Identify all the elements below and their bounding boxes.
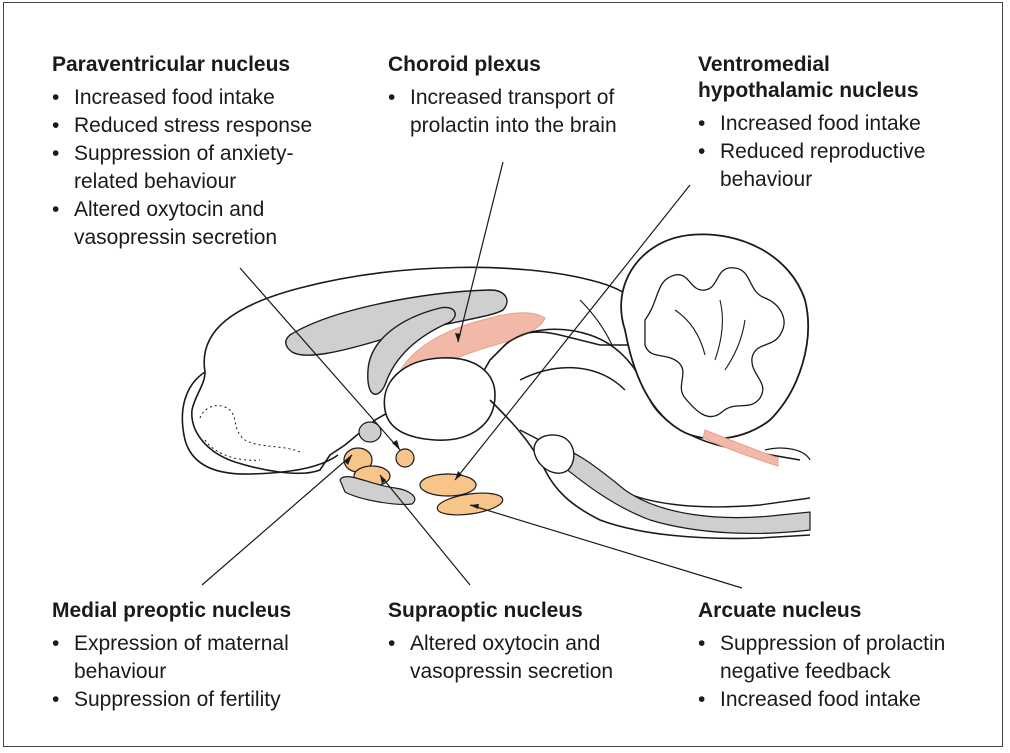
supraoptic-title: Supraoptic nucleus bbox=[388, 598, 668, 624]
ventromedial-shape bbox=[420, 474, 476, 496]
medial-preoptic-title: Medial preoptic nucleus bbox=[52, 598, 372, 624]
label-paraventricular: Paraventricular nucleus Increased food i… bbox=[52, 52, 372, 252]
paraventricular-title: Paraventricular nucleus bbox=[52, 52, 372, 78]
olfactory-inner bbox=[200, 406, 300, 452]
ventromedial-bullet: Reduced reproductive behaviour bbox=[698, 138, 960, 194]
cerebellum bbox=[621, 234, 808, 438]
ventromedial-bullet: Increased food intake bbox=[698, 110, 988, 138]
supraoptic-bullet: Altered oxytocin and vasopressin secreti… bbox=[388, 630, 655, 686]
ventromedial-title: Ventromedial hypothalamic nucleus bbox=[698, 52, 968, 104]
paraventricular-shape bbox=[396, 449, 414, 467]
label-choroid: Choroid plexus Increased transport of pr… bbox=[388, 52, 648, 140]
label-ventromedial: Ventromedial hypothalamic nucleus Increa… bbox=[698, 52, 988, 194]
medial-preoptic-bullet: Expression of maternal behaviour bbox=[52, 630, 314, 686]
pointer-medial-preoptic bbox=[202, 455, 352, 585]
paraventricular-bullet: Reduced stress response bbox=[52, 112, 372, 140]
olfactory-bulb bbox=[182, 372, 338, 474]
choroid-bullet: Increased transport of prolactin into th… bbox=[388, 84, 630, 140]
medial-preoptic-bullet: Suppression of fertility bbox=[52, 686, 372, 714]
choroid-title: Choroid plexus bbox=[388, 52, 648, 78]
pons bbox=[534, 435, 574, 473]
thalamus bbox=[384, 358, 495, 440]
arcuate-title: Arcuate nucleus bbox=[698, 598, 998, 624]
label-medial-preoptic: Medial preoptic nucleus Expression of ma… bbox=[52, 598, 372, 714]
paraventricular-bullet: Increased food intake bbox=[52, 84, 372, 112]
label-arcuate: Arcuate nucleus Suppression of prolactin… bbox=[698, 598, 998, 714]
arcuate-bullet: Suppression of prolactin negative feedba… bbox=[698, 630, 985, 686]
label-supraoptic: Supraoptic nucleus Altered oxytocin and … bbox=[388, 598, 668, 686]
arcuate-bullet: Increased food intake bbox=[698, 686, 998, 714]
paraventricular-bullet: Altered oxytocin and vasopressin secreti… bbox=[52, 196, 334, 252]
paraventricular-bullet: Suppression of anxiety-related behaviour bbox=[52, 140, 334, 196]
